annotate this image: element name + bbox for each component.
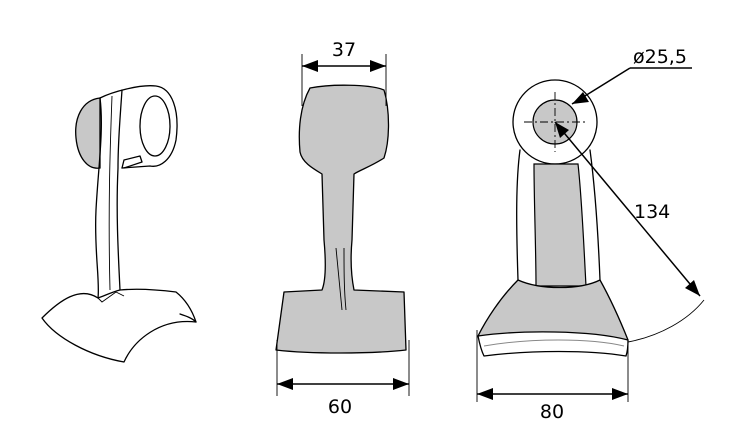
dim-side-bottom-width-label: 80	[540, 401, 564, 423]
dim-front-bottom-width-label: 60	[328, 396, 352, 418]
dim-hole-diameter-label: ø25,5	[633, 46, 687, 68]
side-view: ø25,5 134 80	[476, 46, 705, 423]
dim-length-label: 134	[634, 201, 670, 223]
front-view: 37 60	[275, 39, 410, 418]
dim-top-width-label: 37	[332, 39, 356, 61]
perspective-view	[41, 85, 197, 363]
